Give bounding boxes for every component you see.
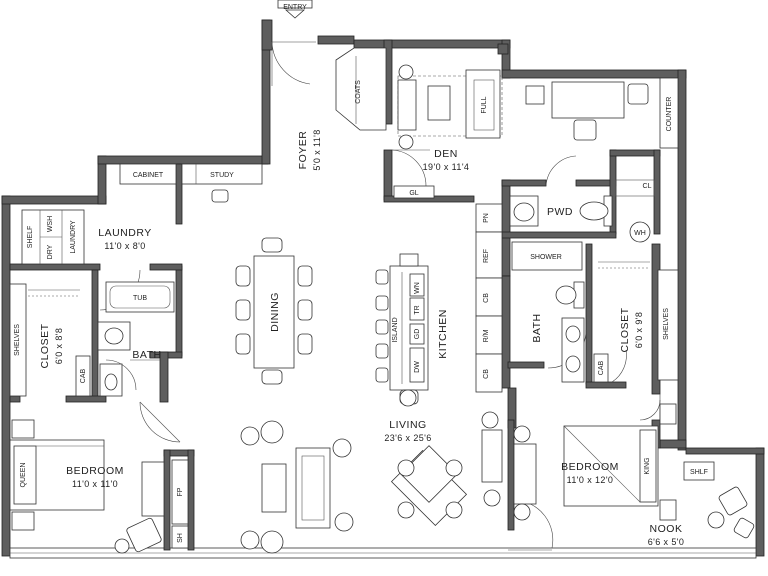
wh-label: WH [634,230,646,237]
bedroom-right-size: 11'0 x 12'0 [567,475,614,485]
cb1-label: CB [483,293,490,303]
cab-right-label: CAB [598,360,605,375]
walls [1,19,765,559]
laundry-size: 11'0 x 8'0 [104,241,145,251]
laundry-fixtures: SHELF WSH DRY LAUNDRY [21,209,85,265]
coats-closet: COATS [335,47,387,131]
closet-right-size: 6'0 x 9'8 [634,312,644,349]
study-label: STUDY [210,172,234,179]
bath-left-label: BATH [132,349,161,361]
nook-furniture: SHLF [683,461,755,539]
bath-right-label: BATH [531,313,543,342]
nook-label: NOOK [650,523,683,535]
ref-label: REF [483,249,490,263]
full-bed-label: FULL [481,96,488,113]
cl-label: CL [643,183,652,190]
powder-room [509,195,613,227]
cabinet-label: CABINET [133,172,164,179]
kitchen-island: ISLAND WN TR GD DW [375,253,429,405]
laundry-cabinet-label: LAUNDRY [70,220,77,254]
entry-label: ENTRY [283,4,307,11]
laundry-label: LAUNDRY [98,227,152,239]
coats-label: COATS [355,80,362,104]
fp-label: FP [177,487,184,496]
tr-label: TR [414,305,421,314]
shower-label: SHOWER [530,254,562,261]
right-closet: CAB SHELVES [593,261,679,383]
den-size: 19'0 x 11'4 [423,162,470,172]
counter-label: COUNTER [666,97,673,132]
left-bedroom-furniture: QUEEN [9,419,165,554]
king-label: KING [644,457,651,474]
door-swings [99,41,661,551]
rm-label: R/M [483,329,490,342]
bedroom-left-label: BEDROOM [66,465,124,477]
living-furniture [240,389,537,554]
cb2-label: CB [483,369,490,379]
closet-right-label: CLOSET [619,307,631,352]
dw-label: DW [414,361,421,373]
nook-size: 6'6 x 5'0 [648,537,685,547]
bedroom-right-label: BEDROOM [561,461,619,473]
dining-set [235,237,313,385]
shlf-label: SHLF [690,469,708,476]
den-label: DEN [434,148,458,160]
den-furniture: FULL COUNTER [397,64,679,150]
foyer-size: 5'0 x 11'8 [312,129,322,170]
dry-label: DRY [47,244,54,259]
pn-label: PN [483,213,490,223]
wn-label: WN [414,282,421,294]
foyer-label: FOYER [297,131,309,170]
closet-left-size: 6'0 x 8'8 [54,328,64,365]
shelves-left-label: SHELVES [14,324,21,356]
left-bath-fixtures: TUB [97,281,175,397]
living-label: LIVING [389,419,426,431]
closet-left-label: CLOSET [39,323,51,368]
shelf-label: SHELF [27,226,34,249]
shelves-right-label: SHELVES [663,308,670,340]
sh-label: SH [177,533,184,543]
pwd-label: PWD [547,206,573,218]
cabinet-study: CABINET STUDY [119,163,263,203]
kitchen-cabinets: PN REF CB R/M CB [475,203,503,393]
gd-label: GD [414,329,421,340]
living-size: 23'6 x 25'6 [384,433,431,443]
kitchen-label: KITCHEN [437,309,449,359]
tub-label: TUB [133,295,147,302]
bedroom-left-size: 11'0 x 11'0 [72,479,118,489]
island-label: ISLAND [392,317,399,342]
left-closet: SHELVES CAB [9,283,91,397]
gl-label: GL [409,190,418,197]
cab-left-label: CAB [80,368,87,383]
right-bath-fixtures: SHOWER [511,241,585,383]
queen-label: QUEEN [20,463,27,488]
wsh-label: WSH [47,216,54,232]
right-bedroom-furniture: KING [563,403,677,521]
dining-label: DINING [269,292,281,332]
